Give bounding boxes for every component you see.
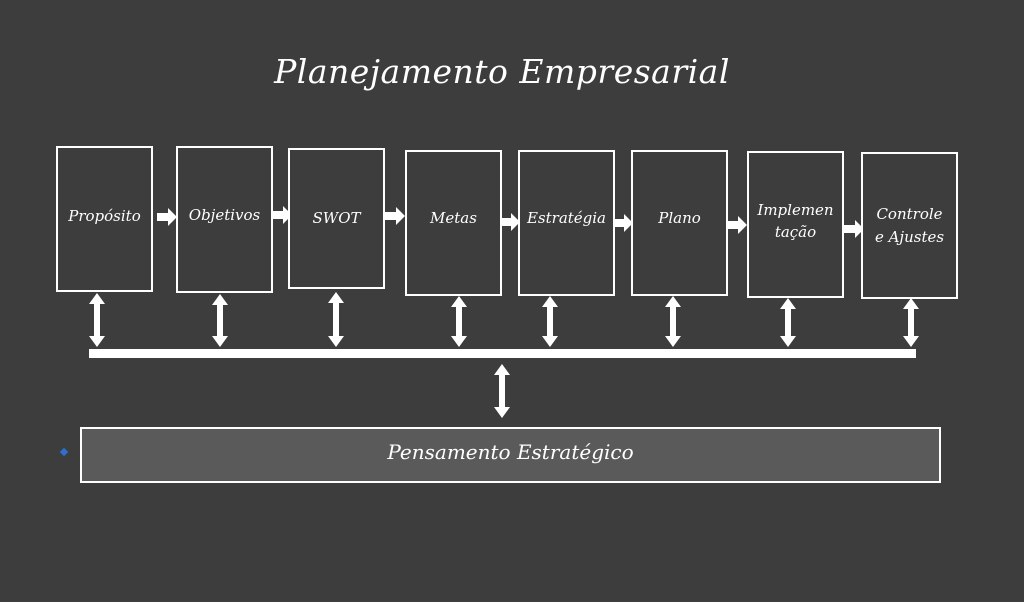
step-label: Metas <box>430 209 477 227</box>
double-arrow-icon <box>542 296 558 347</box>
flow-arrow-icon <box>157 208 177 226</box>
step-box-estrategia: Estratégia <box>518 150 615 296</box>
step-label-line2: tação <box>774 223 817 241</box>
flow-arrow-icon <box>727 216 747 234</box>
step-box-controle-e-ajustes: Controle e Ajustes <box>861 152 958 299</box>
step-label-line1: Controle <box>876 205 943 223</box>
double-arrow-icon <box>89 293 105 347</box>
double-arrow-icon <box>780 298 796 347</box>
flow-arrow-icon <box>500 213 520 231</box>
step-label-line1: Implemen <box>757 201 834 219</box>
page-title: Planejamento Empresarial <box>274 52 730 91</box>
step-label: Estratégia <box>526 209 607 227</box>
step-label: Objetivos <box>188 206 261 224</box>
step-box-plano: Plano <box>631 150 728 296</box>
double-arrow-icon <box>212 294 228 347</box>
step-label: Plano <box>658 209 701 227</box>
double-arrow-icon <box>665 296 681 347</box>
step-box-implementacao: Implemen tação <box>747 151 844 298</box>
step-box-metas: Metas <box>405 150 502 296</box>
flow-arrow-icon <box>613 214 633 232</box>
foundation-box: Pensamento Estratégico <box>80 427 941 483</box>
step-box-swot: SWOT <box>288 148 385 289</box>
flow-arrow-icon <box>272 206 292 224</box>
double-arrow-icon <box>328 292 344 347</box>
step-label: SWOT <box>312 209 361 227</box>
double-arrow-icon <box>494 364 510 418</box>
double-arrow-icon <box>451 296 467 347</box>
step-box-proposito: Propósito <box>56 146 153 292</box>
bus-bar <box>89 349 916 358</box>
step-box-objetivos: Objetivos <box>176 146 273 293</box>
flow-arrow-icon <box>844 220 864 238</box>
flow-arrow-icon <box>385 207 405 225</box>
foundation-label: Pensamento Estratégico <box>387 440 634 464</box>
double-arrow-icon <box>903 298 919 347</box>
step-label-line2: e Ajustes <box>874 228 945 246</box>
step-label: Propósito <box>68 207 141 225</box>
